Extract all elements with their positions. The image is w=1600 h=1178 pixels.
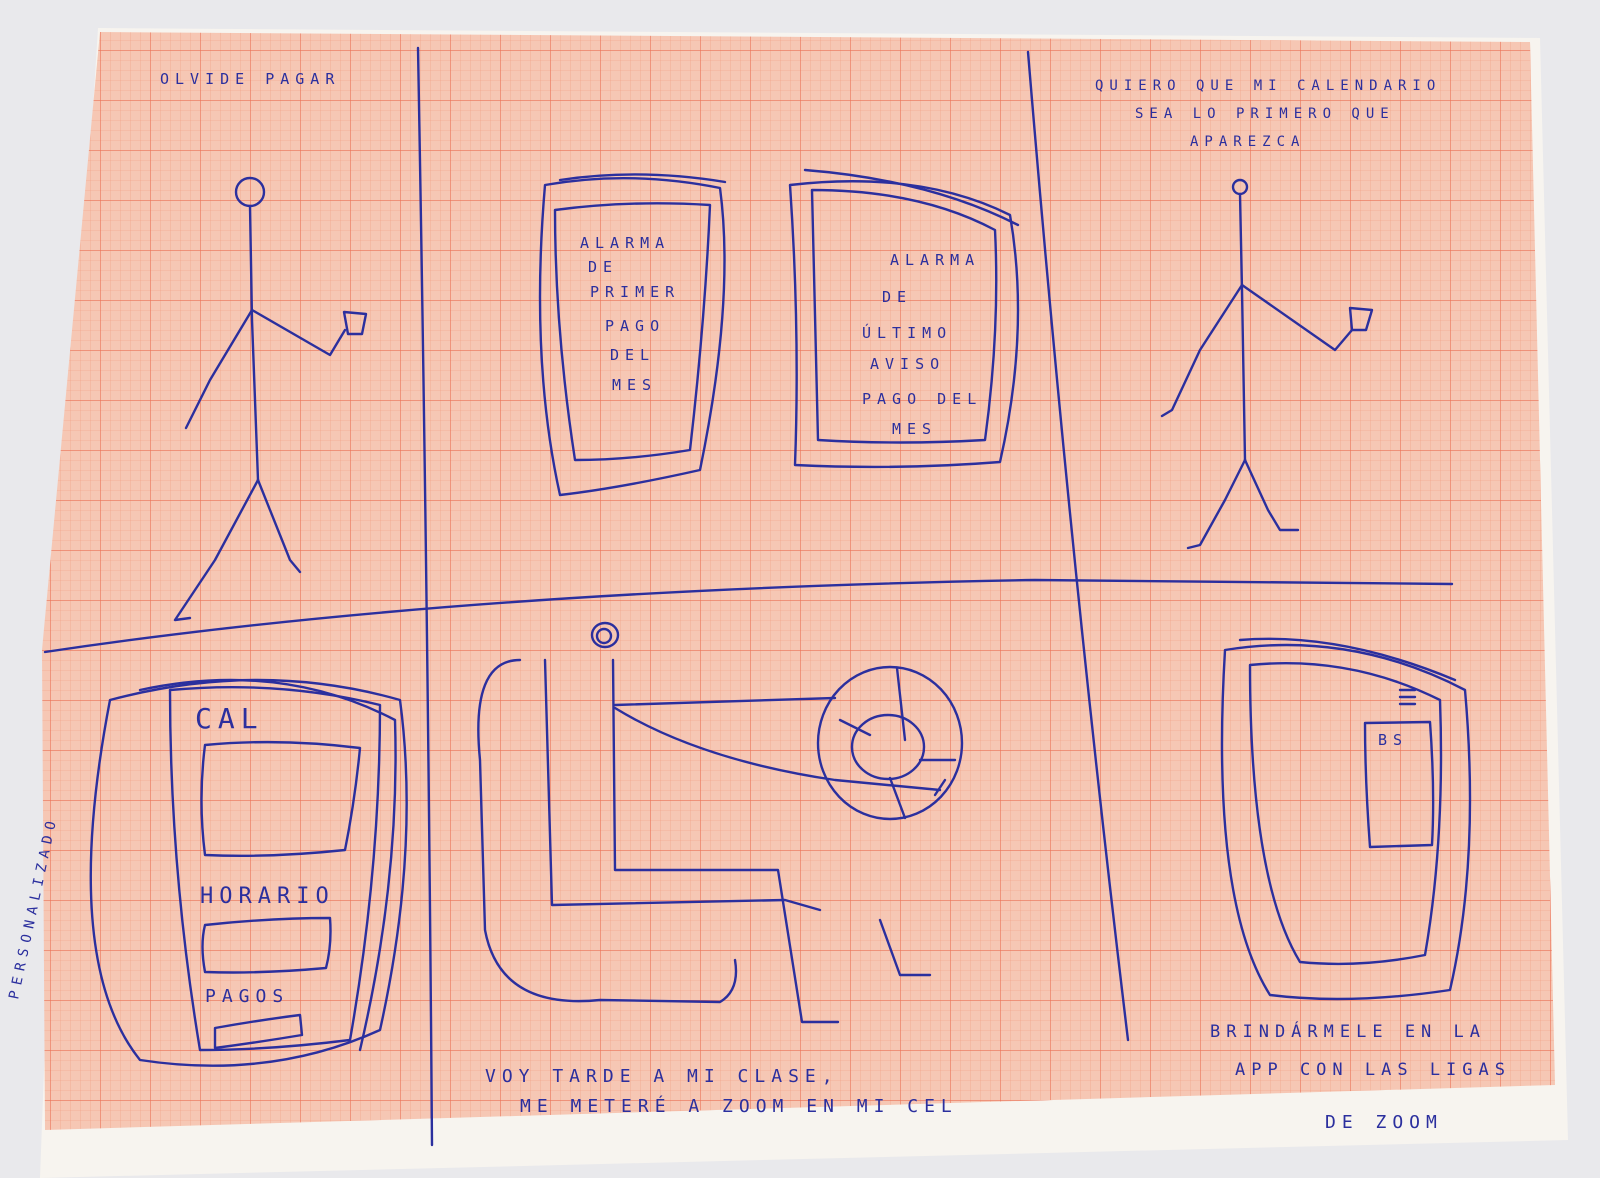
phone-left-text: ALARMA DE PRIMER PAGO DEL MES	[580, 234, 680, 394]
svg-text:PAGO: PAGO	[605, 317, 665, 335]
svg-text:AVISO: AVISO	[870, 355, 945, 373]
phone-app-icon	[89, 678, 408, 1067]
panel-6: BS BRINDÁRMELE EN LA APP CON LAS LIGAS D…	[1210, 637, 1511, 1133]
app-section-horario: HORARIO	[200, 884, 335, 909]
svg-text:DEL: DEL	[610, 346, 655, 364]
panel-borders	[43, 46, 1454, 1147]
panel1-caption: OLVIDE PAGAR	[160, 70, 340, 88]
svg-text:PAGO DEL: PAGO DEL	[862, 390, 982, 408]
svg-text:ALARMA: ALARMA	[890, 251, 980, 269]
svg-text:DE: DE	[588, 258, 618, 276]
panel-3: QUIERO QUE MI CALENDARIO SEA LO PRIMERO …	[1095, 78, 1441, 550]
stick-figure-with-cup-icon	[1160, 178, 1374, 550]
svg-text:DE: DE	[882, 288, 912, 306]
stick-figure-with-cup-icon	[173, 176, 368, 622]
svg-text:MES: MES	[892, 420, 937, 438]
svg-text:MES: MES	[612, 376, 657, 394]
panel-1: OLVIDE PAGAR	[160, 70, 368, 622]
panel5-caption-line2: ME METERÉ A ZOOM EN MI CEL	[520, 1095, 958, 1117]
svg-text:PRIMER: PRIMER	[590, 283, 680, 301]
panel3-caption-line2: SEA LO PRIMERO QUE	[1135, 106, 1395, 122]
panel-2: ALARMA DE PRIMER PAGO DEL MES ALARMA DE …	[538, 168, 1020, 497]
phone-right-text: ALARMA DE ÚLTIMO AVISO PAGO DEL MES	[862, 251, 982, 438]
app-section-cal: CAL	[195, 702, 264, 735]
panel3-caption-line1: QUIERO QUE MI CALENDARIO	[1095, 78, 1441, 94]
app-section-pagos: PAGOS	[205, 986, 289, 1007]
panel6-caption-line2: APP CON LAS LIGAS	[1235, 1060, 1511, 1080]
person-sitting-with-steering-wheel-icon	[477, 621, 964, 1024]
panel3-caption-line3: APAREZCA	[1190, 134, 1305, 150]
panel5-caption-line1: VOY TARDE A MI CLASE,	[485, 1066, 839, 1087]
zoom-link-label: BS	[1378, 731, 1408, 749]
svg-text:ALARMA: ALARMA	[580, 234, 670, 252]
panel6-caption-line3: DE ZOOM	[1325, 1112, 1443, 1133]
svg-text:ÚLTIMO: ÚLTIMO	[862, 323, 952, 342]
phone-with-zoom-links-icon	[1220, 637, 1472, 1001]
panel-5: VOY TARDE A MI CLASE, ME METERÉ A ZOOM E…	[477, 621, 964, 1117]
phone-left-icon	[538, 173, 727, 497]
panel6-caption-line1: BRINDÁRMELE EN LA	[1210, 1020, 1486, 1042]
phone-right-icon	[788, 168, 1020, 469]
